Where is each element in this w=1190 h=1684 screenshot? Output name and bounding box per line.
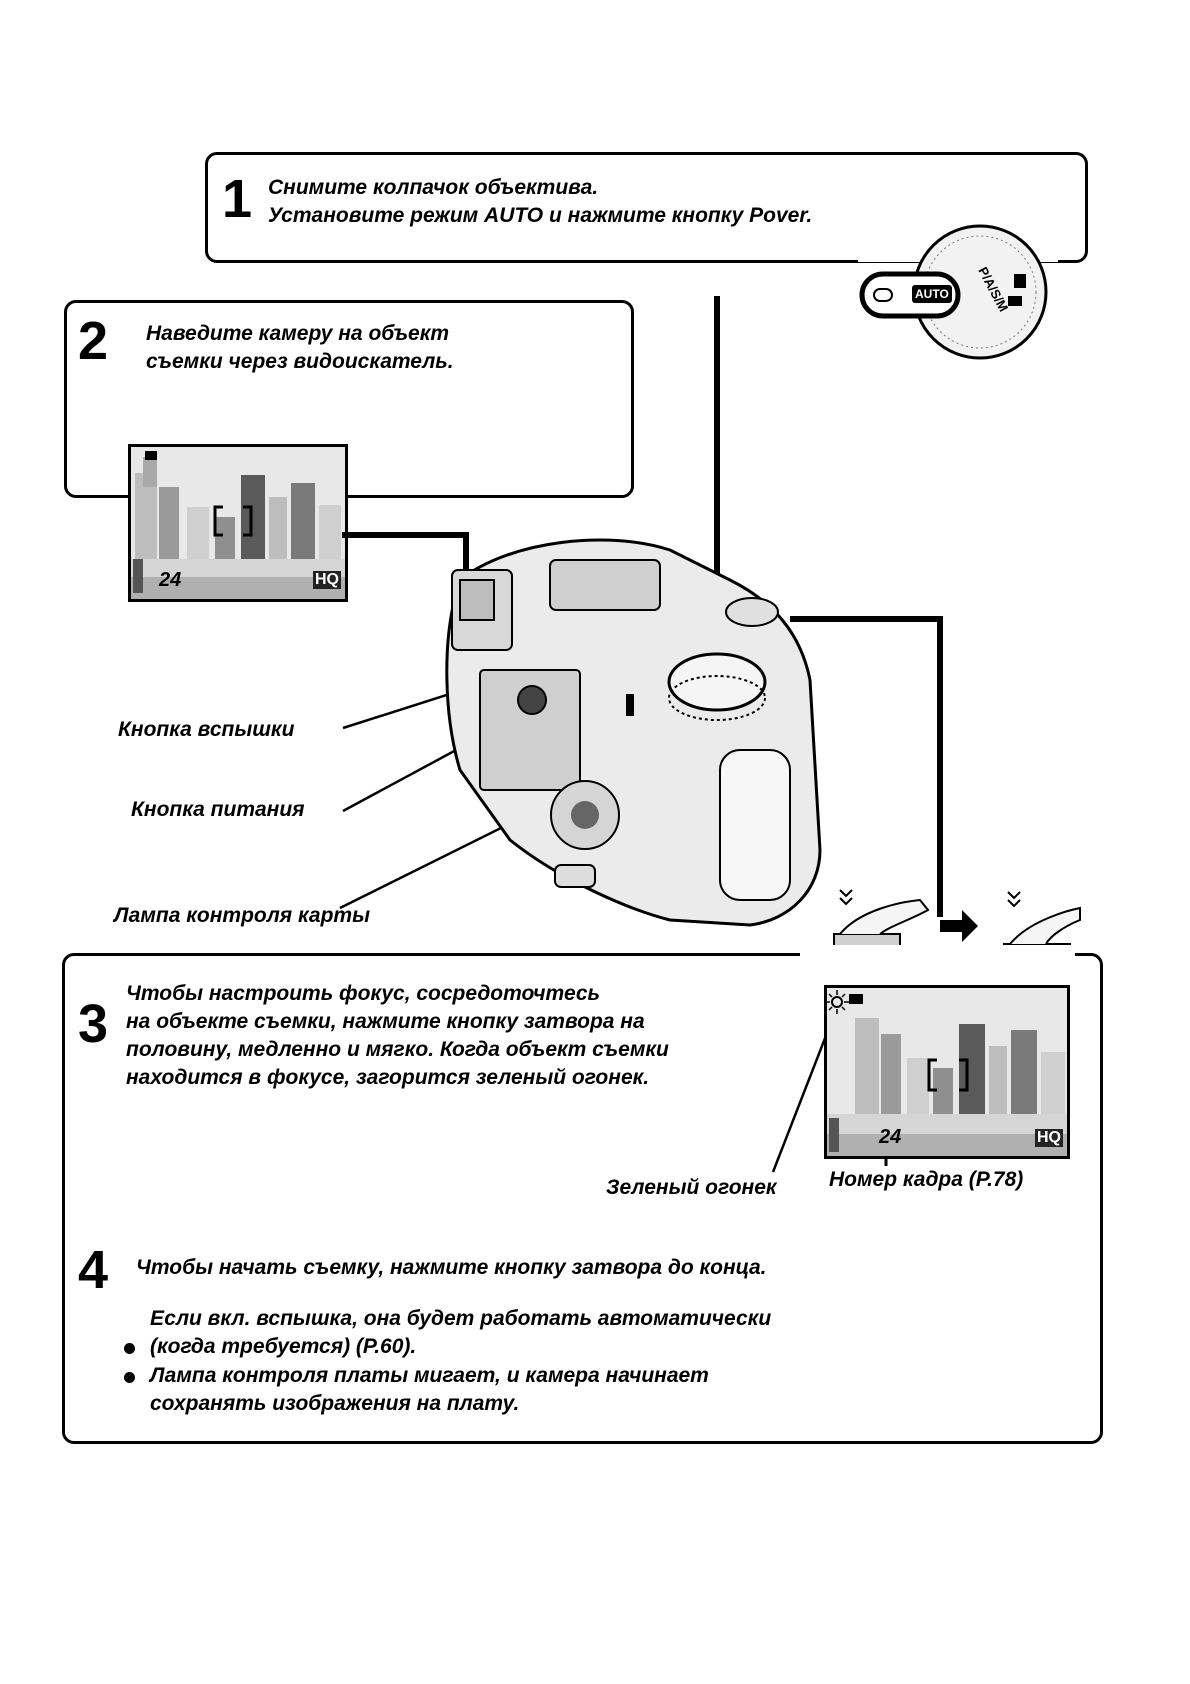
card-lamp-label: Лампа контроля карты — [114, 904, 370, 927]
frame-number-label: Номер кадра (P.78) — [829, 1168, 1024, 1191]
step4-number: 4 — [78, 1240, 109, 1300]
step4-bullet-2: Лампа контроля платы мигает, и камера на… — [124, 1362, 709, 1418]
step1-number: 1 — [222, 169, 253, 229]
step2-box — [64, 300, 634, 498]
flash-button-label: Кнопка вспышки — [118, 718, 295, 741]
green-light-label: Зеленый огонек — [606, 1176, 777, 1199]
focus-frame-count: 24 — [879, 1126, 902, 1148]
step4-text: Чтобы начать съемку, нажмите кнопку затв… — [136, 1256, 767, 1279]
bullet-dot-2 — [124, 1372, 135, 1383]
step34-box-gap — [800, 945, 1075, 965]
step4-bullet-1: Если вкл. вспышка, она будет работать ав… — [124, 1305, 771, 1361]
focus-viewfinder-image: 24 HQ — [824, 985, 1070, 1159]
auto-mode-badge: AUTO — [912, 285, 952, 303]
step4-bullet-2-text: Лампа контроля платы мигает, и камера на… — [150, 1364, 709, 1415]
frame-count: 24 — [159, 569, 182, 591]
camera-illustration — [445, 538, 822, 927]
focus-quality-badge: HQ — [1035, 1129, 1063, 1147]
city-skyline-illustration — [131, 447, 345, 599]
viewfinder-image: 24 HQ — [128, 444, 348, 602]
mode-selector-pill — [859, 271, 961, 319]
step3-text: Чтобы настроить фокус, сосредоточтесь на… — [126, 982, 669, 1089]
quality-badge: HQ — [313, 571, 341, 589]
step2-text: Наведите камеру на объект съемки через в… — [146, 322, 454, 373]
step2-number: 2 — [78, 311, 109, 371]
step4-bullet-1-text: Если вкл. вспышка, она будет работать ав… — [150, 1307, 772, 1358]
bullet-dot-1 — [124, 1343, 135, 1354]
power-button-label: Кнопка питания — [131, 798, 305, 821]
step34-box — [62, 953, 1103, 1444]
mode-dial: P/A/S/M — [912, 224, 1048, 360]
step1-box — [205, 152, 1088, 263]
focus-city-skyline-illustration — [827, 988, 1067, 1156]
step3-number: 3 — [78, 994, 109, 1054]
step1-text: Снимите колпачок объектива. Установите р… — [268, 176, 813, 227]
